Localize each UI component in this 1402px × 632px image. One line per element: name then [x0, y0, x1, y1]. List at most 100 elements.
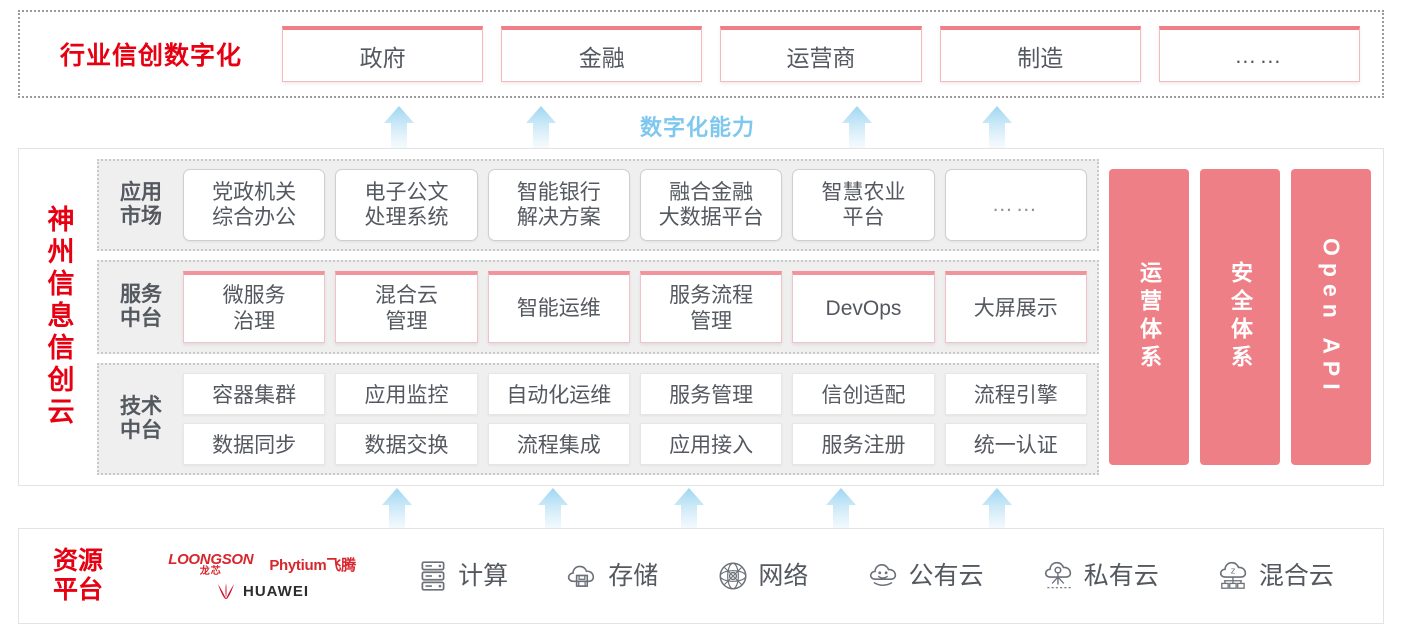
technical-card-row: 数据同步 数据交换 流程集成 应用接入 服务注册 统一认证 — [183, 423, 1087, 465]
application-card-list: 党政机关综合办公 电子公文处理系统 智能银行解决方案 融合金融大数据平台 智慧农 — [183, 161, 1087, 249]
card-line1: 智能运维 — [516, 296, 601, 320]
layer-technical-middle-platform: 技术 中台 容器集群 应用监控 自动化运维 服务管理 信创适配 流程引擎 — [97, 363, 1099, 475]
app-card-finance-bigdata[interactable]: 融合金融大数据平台 — [639, 169, 783, 241]
app-card-smart-agriculture[interactable]: 智慧农业平台 — [792, 169, 935, 241]
tech-card-service-mgmt[interactable]: 服务管理 — [639, 373, 783, 415]
tech-card-app-access[interactable]: 应用接入 — [639, 423, 783, 465]
card-line2: 治理 — [233, 309, 276, 333]
card-line2: 平台 — [842, 206, 885, 229]
side-bar-security-system[interactable]: 安全体系 — [1200, 169, 1280, 465]
capability-label: 数字化能力 — [640, 115, 756, 140]
service-card-dashboard[interactable]: 大屏展示 — [944, 271, 1087, 343]
tech-card-process-engine[interactable]: 流程引擎 — [944, 373, 1087, 415]
upper-arrow-gap — [0, 100, 1402, 148]
card-line2: 处理系统 — [364, 206, 449, 229]
tech-card-unified-auth[interactable]: 统一认证 — [944, 423, 1087, 465]
resource-title-line1: 资源 — [52, 547, 103, 576]
layer-service-middle-platform: 服务 中台 微服务治理 混合云管理 智能运维 — [97, 260, 1099, 354]
public-cloud-icon — [869, 564, 896, 587]
up-arrow-icon — [968, 486, 1026, 530]
layer-label-line1: 服务 — [120, 283, 162, 307]
card-line1: 电子公文 — [364, 180, 449, 204]
industry-band-title: 行业信创数字化 — [59, 42, 242, 70]
tech-card-xinchuang-adaptation[interactable]: 信创适配 — [792, 373, 935, 415]
technical-card-row: 容器集群 应用监控 自动化运维 服务管理 信创适配 流程引擎 — [183, 373, 1087, 415]
resource-item-hybrid-cloud[interactable]: z 混合云 — [1217, 559, 1334, 593]
industry-card-manufacturing[interactable]: 制造 — [939, 26, 1141, 82]
resource-item-label: 公有云 — [908, 561, 984, 590]
card-line1: 服务流程 — [669, 284, 754, 308]
up-arrow-icon — [370, 104, 428, 148]
lower-arrow-gap — [0, 486, 1402, 530]
card-line1: 混合云 — [374, 284, 438, 308]
loongson-logo-en: LOONGSON — [168, 551, 254, 568]
network-icon — [719, 562, 747, 590]
app-card-edoc-system[interactable]: 电子公文处理系统 — [335, 169, 478, 241]
app-card-party-gov-office[interactable]: 党政机关综合办公 — [183, 169, 326, 241]
card-line2: 管理 — [690, 309, 733, 333]
app-card-more[interactable]: …… — [944, 169, 1087, 241]
cloud-panel-title: 神州信息信创云 — [19, 149, 97, 485]
tech-card-data-exchange[interactable]: 数据交换 — [335, 423, 478, 465]
side-bar-label: 运营体系 — [1137, 261, 1162, 373]
server-icon — [421, 561, 445, 591]
private-cloud-icon — [1044, 561, 1071, 589]
resource-item-network[interactable]: 网络 — [716, 559, 808, 593]
cloud-panel-body: 应用 市场 党政机关综合办公 电子公文处理系统 智能银行解决方案 — [97, 149, 1383, 485]
tech-card-data-sync[interactable]: 数据同步 — [183, 423, 326, 465]
side-bar-label: 安全体系 — [1228, 261, 1253, 373]
side-bar-open-api[interactable]: Open API — [1291, 169, 1371, 465]
industry-card-telecom[interactable]: 运营商 — [720, 26, 922, 82]
card-line1: 党政机关 — [212, 180, 297, 204]
layer-label-application-market: 应用 市场 — [109, 181, 173, 228]
card-line1: DevOps — [825, 296, 902, 320]
card-line1: 智能银行 — [516, 180, 601, 204]
tech-card-service-registry[interactable]: 服务注册 — [792, 423, 935, 465]
up-arrow-icon — [524, 486, 582, 530]
resource-item-compute[interactable]: 计算 — [416, 559, 508, 593]
up-arrow-icon — [368, 486, 426, 530]
card-line2: 大数据平台 — [658, 206, 764, 229]
industry-card-list: 政府 金融 运营商 制造 …… — [282, 26, 1382, 82]
hybrid-cloud-icon: z — [1219, 561, 1247, 589]
layer-label-line2: 中台 — [120, 307, 162, 330]
industry-card-finance[interactable]: 金融 — [501, 26, 703, 82]
layer-label-technical-middle-platform: 技术 中台 — [109, 395, 173, 442]
resource-panel-title: 资源 平台 — [19, 547, 137, 605]
app-card-smart-banking[interactable]: 智能银行解决方案 — [487, 169, 630, 241]
up-arrow-icon — [512, 104, 570, 148]
layer-label-line1: 应用 — [120, 181, 162, 205]
tech-card-process-integration[interactable]: 流程集成 — [487, 423, 630, 465]
loongson-logo: LOONGSON 龙芯 — [168, 552, 253, 577]
resource-item-public-cloud[interactable]: 公有云 — [867, 559, 984, 593]
card-line2: 综合办公 — [212, 206, 297, 229]
card-line1: 微服务 — [222, 284, 286, 308]
vendor-logo-row: LOONGSON 龙芯 Phytium飞腾 — [168, 552, 356, 577]
tech-card-container-cluster[interactable]: 容器集群 — [183, 373, 326, 415]
service-card-microservice-governance[interactable]: 微服务治理 — [183, 271, 326, 343]
tech-card-automated-ops[interactable]: 自动化运维 — [487, 373, 630, 415]
industry-card-more[interactable]: …… — [1158, 26, 1361, 82]
resource-item-storage[interactable]: 存储 — [566, 559, 658, 593]
card-line2: 管理 — [385, 309, 428, 333]
service-card-process-mgmt[interactable]: 服务流程管理 — [639, 271, 783, 343]
cloud-panel-title-text: 神州信息信创云 — [43, 205, 74, 429]
resource-title-line2: 平台 — [52, 576, 103, 604]
service-card-devops[interactable]: DevOps — [792, 271, 935, 343]
resource-item-private-cloud[interactable]: 私有云 — [1042, 559, 1159, 593]
resource-panel: 资源 平台 LOONGSON 龙芯 Phytium飞腾 HUAWEI — [18, 528, 1384, 624]
cloud-panel: 神州信息信创云 应用 市场 党政机关综合办公 电子公文处理系统 — [18, 148, 1384, 486]
svg-text:z: z — [1231, 566, 1236, 576]
service-card-hybrid-cloud-mgmt[interactable]: 混合云管理 — [335, 271, 478, 343]
side-bar-operations-system[interactable]: 运营体系 — [1109, 169, 1189, 465]
tech-card-app-monitoring[interactable]: 应用监控 — [335, 373, 478, 415]
card-line1: 融合金融 — [669, 180, 754, 204]
industry-card-government[interactable]: 政府 — [282, 26, 484, 82]
service-card-aiops[interactable]: 智能运维 — [487, 271, 630, 343]
layer-stack: 应用 市场 党政机关综合办公 电子公文处理系统 智能银行解决方案 — [97, 159, 1099, 475]
layer-label-line2: 市场 — [120, 205, 162, 228]
up-arrow-icon — [828, 104, 886, 148]
technical-card-grid: 容器集群 应用监控 自动化运维 服务管理 信创适配 流程引擎 数据同步 数据交换… — [183, 373, 1087, 465]
resource-item-list: 计算 存储 网络 — [387, 559, 1383, 593]
